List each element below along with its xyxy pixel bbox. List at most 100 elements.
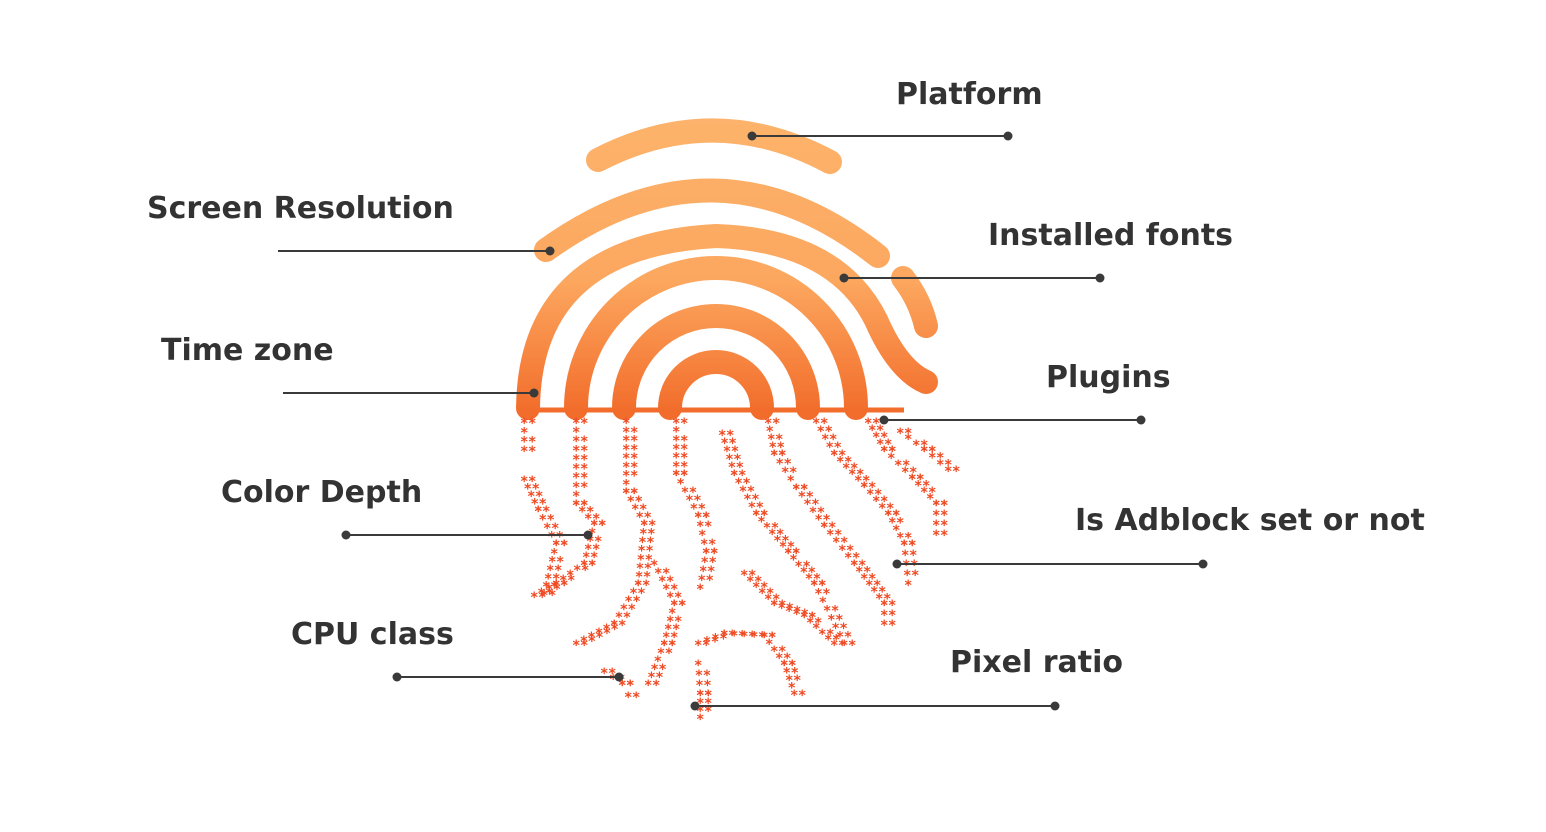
binary-dot: * — [689, 485, 697, 501]
binary-dot: * — [696, 688, 704, 704]
binary-dot: * — [792, 482, 800, 498]
binary-dot: * — [580, 498, 588, 514]
binary-dot: * — [700, 537, 708, 553]
binary-dot: * — [636, 561, 644, 577]
binary-dot: * — [781, 533, 789, 549]
binary-dot: * — [637, 552, 645, 568]
binary-dot: * — [662, 582, 670, 598]
binary-dot: * — [698, 502, 706, 518]
binary-dot: * — [824, 632, 832, 648]
binary-dot: * — [572, 452, 580, 468]
binary-dot: * — [780, 658, 788, 674]
fingerprint-ridges — [516, 118, 938, 420]
binary-dot: * — [696, 519, 704, 535]
binary-dot: * — [812, 416, 820, 432]
binary-dot: * — [528, 435, 536, 451]
binary-dot: * — [830, 448, 838, 464]
binary-dot: * — [730, 468, 738, 484]
binary-dot: * — [817, 424, 825, 440]
binary-dot: * — [618, 678, 626, 694]
binary-dot: * — [710, 546, 718, 562]
binary-dot: * — [850, 558, 858, 574]
binary-dot: * — [704, 688, 712, 704]
binary-dot: * — [556, 530, 564, 546]
binary-dot: * — [920, 444, 928, 460]
binary-dot: * — [539, 497, 547, 513]
binary-dot: * — [634, 578, 642, 594]
binary-dot: * — [698, 573, 706, 589]
binary-dot: * — [644, 678, 652, 694]
binary-dot: * — [654, 566, 662, 582]
binary-dot: * — [846, 543, 854, 559]
binary-dot: * — [703, 678, 711, 694]
binary-dot: * — [840, 535, 848, 551]
binary-dot: * — [674, 614, 682, 630]
label-time-zone: Time zone — [161, 333, 334, 368]
binary-dot: * — [940, 498, 948, 514]
binary-dot: * — [544, 571, 552, 587]
binary-dot: * — [676, 476, 684, 492]
binary-dot: * — [610, 618, 618, 634]
binary-dot: * — [572, 416, 580, 432]
binary-dot: * — [553, 582, 561, 598]
binary-dot: * — [758, 630, 766, 646]
ridge-third — [516, 223, 938, 420]
binary-dot: * — [711, 635, 719, 651]
binary-dot: * — [648, 518, 656, 534]
binary-dot: * — [622, 486, 630, 502]
binary-dot: * — [685, 493, 693, 509]
binary-dot: * — [710, 546, 718, 562]
binary-dot: * — [672, 425, 680, 441]
binary-dot: * — [608, 666, 616, 682]
binary-dot: * — [639, 527, 647, 543]
binary-dot: * — [668, 638, 676, 654]
binary-dot: * — [848, 638, 856, 654]
binary-dot: * — [896, 426, 904, 442]
binary-dot: * — [769, 440, 777, 456]
binary-dot: * — [830, 448, 838, 464]
binary-dot: * — [863, 565, 871, 581]
label-screen-resolution: Screen Resolution — [147, 191, 454, 226]
binary-dot: * — [610, 622, 618, 638]
binary-dot: * — [657, 646, 665, 662]
binary-dot: * — [823, 604, 831, 620]
binary-dot: * — [520, 416, 528, 432]
binary-dot: * — [548, 555, 556, 571]
binary-dot: * — [778, 601, 786, 617]
binary-dot: * — [595, 630, 603, 646]
binary-dot: * — [701, 555, 709, 571]
binary-dot: * — [534, 504, 542, 520]
binary-dot: * — [618, 678, 626, 694]
binary-dot: * — [600, 666, 608, 682]
binary-dot: * — [922, 479, 930, 495]
binary-dot: * — [798, 688, 806, 704]
binary-dot: * — [572, 638, 580, 654]
binary-dot: * — [678, 598, 686, 614]
binary-dot: * — [634, 578, 642, 594]
binary-dot: * — [760, 630, 768, 646]
binary-dot: * — [572, 462, 580, 478]
binary-dot: * — [926, 492, 934, 508]
binary-dot: * — [783, 651, 791, 667]
binary-dot: * — [580, 558, 588, 574]
binary-dot: * — [866, 487, 874, 503]
binary-dot: * — [775, 432, 783, 448]
binary-dot: * — [694, 510, 702, 526]
binary-dot: * — [670, 598, 678, 614]
binary-dot: * — [800, 610, 808, 626]
binary-dot: * — [838, 448, 846, 464]
binary-dot: * — [920, 438, 928, 454]
binary-dot: * — [763, 521, 771, 537]
binary-dot: * — [831, 621, 839, 637]
binary-dot: * — [888, 618, 896, 634]
binary-dot: * — [829, 432, 837, 448]
binary-dot: * — [754, 574, 762, 590]
binary-dot: * — [792, 482, 800, 498]
binary-dot: * — [630, 460, 638, 476]
binary-dot: * — [622, 477, 630, 493]
binary-dot: * — [811, 497, 819, 513]
binary-dot: * — [892, 508, 900, 524]
binary-dot: * — [738, 629, 746, 645]
binary-dot: * — [711, 631, 719, 647]
binary-dot: * — [672, 468, 680, 484]
